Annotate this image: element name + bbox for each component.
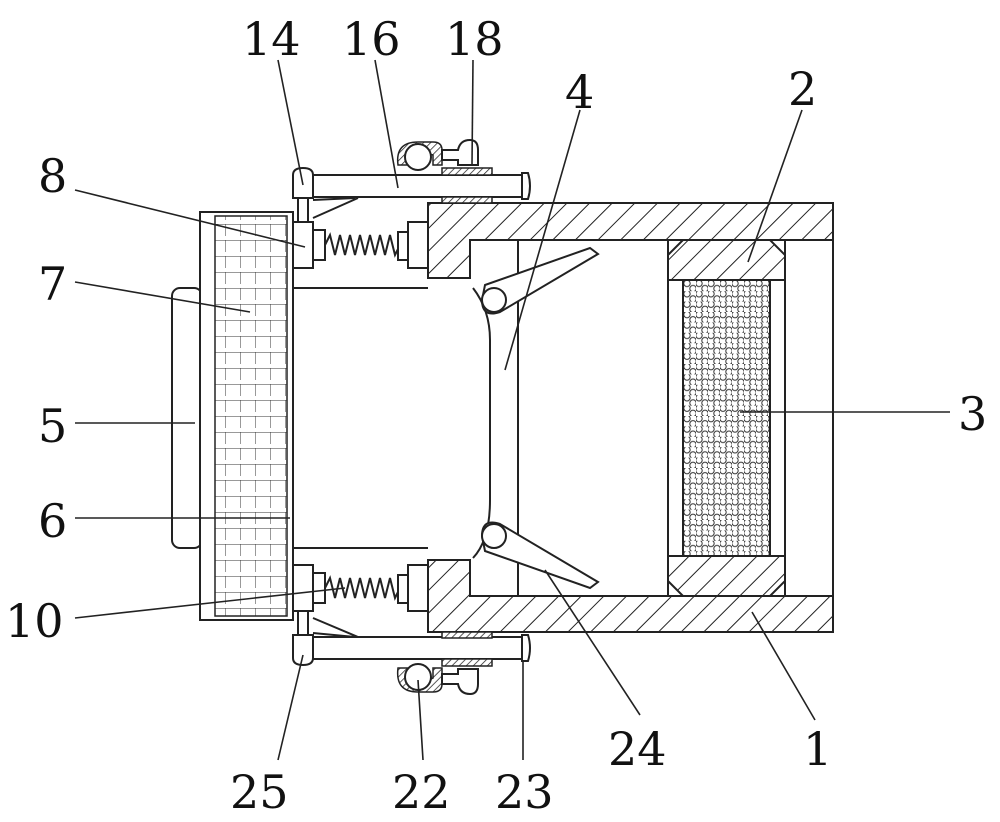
grid-block-7: [215, 216, 287, 616]
label-7: 7: [38, 257, 67, 311]
label-4: 4: [565, 65, 594, 119]
label-5: 5: [38, 399, 67, 453]
label-24: 24: [608, 722, 667, 776]
label-18: 18: [445, 12, 504, 66]
label-25: 25: [230, 765, 289, 819]
filter-2: [668, 240, 785, 596]
label-8: 8: [38, 149, 67, 203]
ring-18: [405, 144, 431, 170]
label-1: 1: [803, 722, 832, 776]
label-16: 16: [342, 12, 401, 66]
label-22: 22: [392, 765, 451, 819]
spring: [325, 235, 400, 255]
label-14: 14: [242, 12, 301, 66]
label-23: 23: [495, 765, 554, 819]
rod-23: [522, 635, 530, 661]
rod-16: [313, 175, 525, 197]
label-10: 10: [5, 594, 64, 648]
handle-5: [172, 288, 202, 548]
plate-4: [473, 240, 598, 596]
label-6: 6: [38, 494, 67, 548]
mesh-3: [683, 280, 770, 556]
bracket-25: [293, 635, 313, 665]
label-3: 3: [958, 387, 987, 441]
spring-10: [325, 578, 400, 598]
label-2: 2: [788, 62, 817, 116]
